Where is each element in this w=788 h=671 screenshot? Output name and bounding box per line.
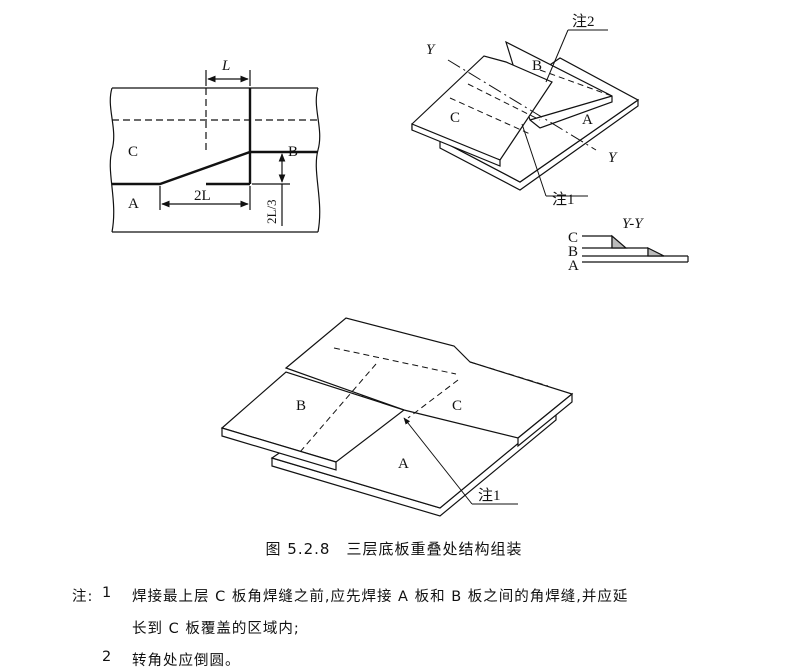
section-label-C: C [568, 230, 578, 246]
iso-note1-leader [521, 123, 547, 197]
plan-break-right [315, 87, 321, 233]
section-view [582, 234, 689, 263]
note-1-line-2: 长到 C 板覆盖的区域内; [132, 621, 300, 637]
section-title: Y-Y [622, 216, 644, 232]
iso-view-bottom [220, 317, 574, 517]
iso2-label-B: B [296, 398, 306, 414]
iso2-label-A: A [398, 456, 409, 472]
iso-note2: 注2 [572, 13, 595, 30]
figure-drawing: L C B A 2L 2L/3 Y Y B C A 注2 注1 [109, 13, 689, 517]
iso-top-hidden-lines [447, 29, 613, 197]
plan-view [109, 70, 321, 233]
plan-break-left [109, 87, 115, 233]
iso-c-plate-side [411, 123, 501, 167]
iso2-b-plate-side [221, 427, 337, 471]
iso-note2-leader [545, 29, 569, 83]
iso-note1: 注1 [552, 191, 575, 208]
iso-b-plate-edge [529, 95, 613, 121]
section-label-A: A [568, 258, 579, 274]
iso2-hidden-lines [299, 347, 549, 505]
iso-label-Y-top: Y [426, 42, 436, 58]
iso2-c-plate-side [517, 392, 573, 448]
iso-label-A: A [582, 112, 593, 128]
section-label-B: B [568, 244, 578, 260]
iso-label-B: B [532, 58, 542, 74]
plan-label-2L: 2L [194, 188, 211, 204]
plan-label-2L3: 2L/3 [264, 199, 279, 224]
plan-label-A: A [128, 196, 139, 212]
iso-label-C: C [450, 110, 460, 126]
iso-label-Y-bottom: Y [608, 150, 618, 166]
notes-prefix: 注: [72, 589, 94, 605]
note-2-text: 转角处应倒圆。 [132, 653, 241, 669]
plan-label-L: L [221, 58, 230, 74]
note-2-number: 2 [102, 649, 113, 665]
figure-caption: 图 5.2.8 三层底板重叠处结构组装 [265, 540, 523, 558]
iso2-note1-leader [403, 417, 473, 505]
plan-label-B: B [288, 144, 298, 160]
iso2-label-C: C [452, 398, 462, 414]
plan-label-C: C [128, 144, 138, 160]
iso2-note1: 注1 [478, 487, 501, 504]
note-1-number: 1 [102, 585, 113, 601]
note-1-line-1: 焊接最上层 C 板角焊缝之前,应先焊接 A 板和 B 板之间的角焊缝,并应延 [132, 589, 629, 605]
iso-view-top [411, 40, 640, 191]
